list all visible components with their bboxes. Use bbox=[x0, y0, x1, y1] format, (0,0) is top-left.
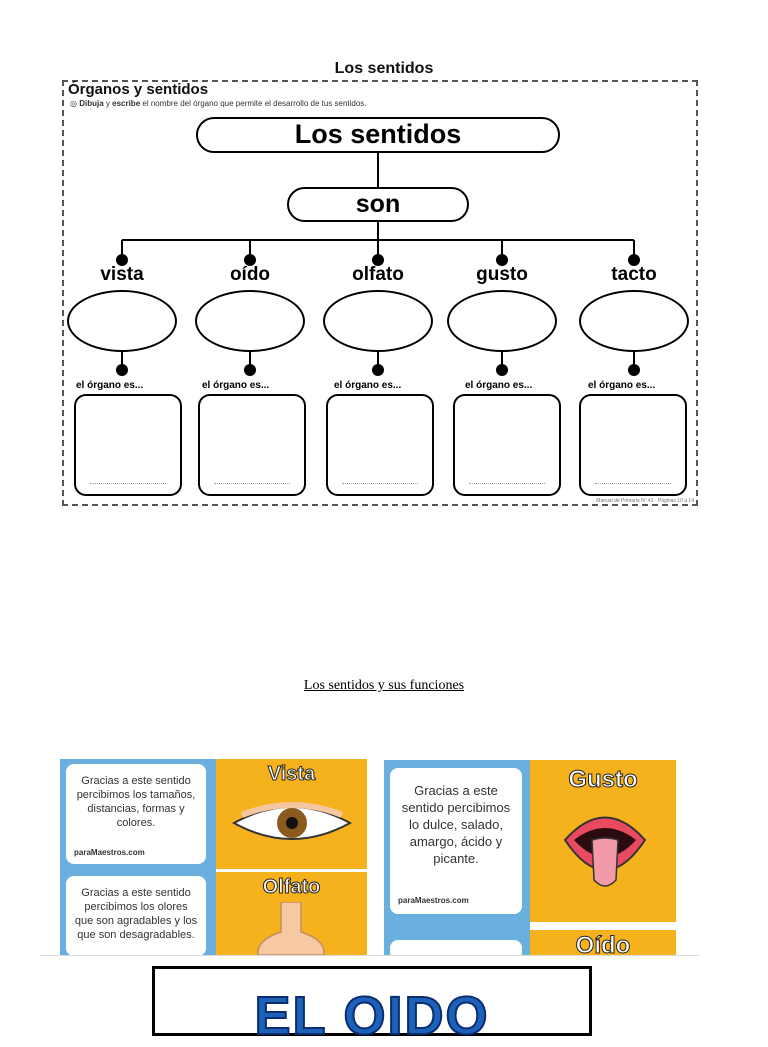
instruction-verb-write: escribe bbox=[112, 99, 141, 108]
card-text-gusto: Gracias a este sentido percibimos lo dul… bbox=[390, 768, 522, 914]
sense-label-olfato: olfato bbox=[352, 264, 404, 285]
answer-box-oido[interactable] bbox=[198, 394, 306, 496]
card-oido-picture: Oído bbox=[530, 930, 676, 955]
card-vista-picture: Vista bbox=[216, 759, 367, 869]
child-looking-illustration bbox=[67, 290, 177, 352]
instruction-conjunction: y bbox=[105, 99, 110, 108]
worksheet-subtitle: Órganos y sentidos bbox=[68, 81, 209, 98]
bullet-icon: ◎ bbox=[70, 99, 80, 108]
sense-label-vista: vista bbox=[100, 264, 144, 285]
answer-box-tacto[interactable] bbox=[579, 394, 687, 496]
organ-prompt-gusto: el órgano es... bbox=[465, 380, 533, 391]
card-head-gusto: Gusto bbox=[568, 766, 638, 794]
oido-title-box: EL OIDO bbox=[152, 966, 592, 1047]
sense-olfato: olfato bbox=[323, 264, 433, 352]
organ-prompt-vista: el órgano es... bbox=[76, 380, 144, 391]
instruction-rest: el nombre del órgano que permite el desa… bbox=[142, 99, 367, 108]
worksheet-frame bbox=[62, 80, 698, 506]
connector-pill: son bbox=[287, 187, 469, 222]
main-concept-pill: Los sentidos bbox=[196, 117, 560, 153]
organ-prompt-olfato: el órgano es... bbox=[334, 380, 402, 391]
oido-title: EL OIDO bbox=[253, 985, 490, 1047]
page-title: Los sentidos bbox=[334, 60, 434, 77]
logo-text: paraMaestros.com bbox=[74, 848, 145, 857]
sense-vista: vista bbox=[67, 264, 177, 352]
mouth-tongue-icon bbox=[563, 816, 647, 887]
nose-icon bbox=[257, 902, 325, 955]
instruction-verb-draw: Dibuja bbox=[79, 99, 104, 108]
card-gusto-picture: Gusto bbox=[530, 760, 676, 922]
child-eating-illustration bbox=[447, 290, 557, 352]
child-smelling-illustration bbox=[323, 290, 433, 352]
card-head-olfato: Olfato bbox=[262, 876, 321, 899]
sense-label-gusto: gusto bbox=[476, 264, 528, 285]
worksheet-instructions: ◎ Dibuja y escribe el nombre del órgano … bbox=[70, 99, 367, 108]
card-head-oido: Oído bbox=[575, 932, 631, 956]
answer-box-olfato[interactable] bbox=[326, 394, 434, 496]
concept-map-lines bbox=[116, 153, 640, 376]
card-text-olfato: Gracias a este sentido percibimos los ol… bbox=[66, 876, 206, 956]
organ-prompt-oido: el órgano es... bbox=[202, 380, 270, 391]
card-text-vista: Gracias a este sentido percibimos los ta… bbox=[66, 764, 206, 864]
answer-box-gusto[interactable] bbox=[453, 394, 561, 496]
sense-gusto: gusto bbox=[447, 264, 557, 352]
worksheet-footer: Manual de Primaria Nº 41 · Páginas 10 a … bbox=[596, 498, 694, 504]
sense-tacto: tacto bbox=[579, 264, 689, 352]
organ-prompt-tacto: el órgano es... bbox=[588, 380, 656, 391]
section-title: Los sentidos y sus funciones bbox=[303, 678, 465, 693]
logo-text-right: paraMaestros.com bbox=[398, 896, 469, 905]
eye-icon bbox=[232, 802, 352, 840]
child-listening-illustration bbox=[195, 290, 305, 352]
sense-oido: oído bbox=[195, 264, 305, 352]
answer-box-vista[interactable] bbox=[74, 394, 182, 496]
sense-label-oido: oído bbox=[229, 264, 271, 285]
child-touching-illustration bbox=[579, 290, 689, 352]
card-olfato-picture: Olfato bbox=[216, 872, 367, 955]
sense-label-tacto: tacto bbox=[611, 264, 657, 285]
oido-banner: EL OIDO bbox=[40, 955, 700, 1047]
card-head-vista: Vista bbox=[267, 763, 316, 786]
